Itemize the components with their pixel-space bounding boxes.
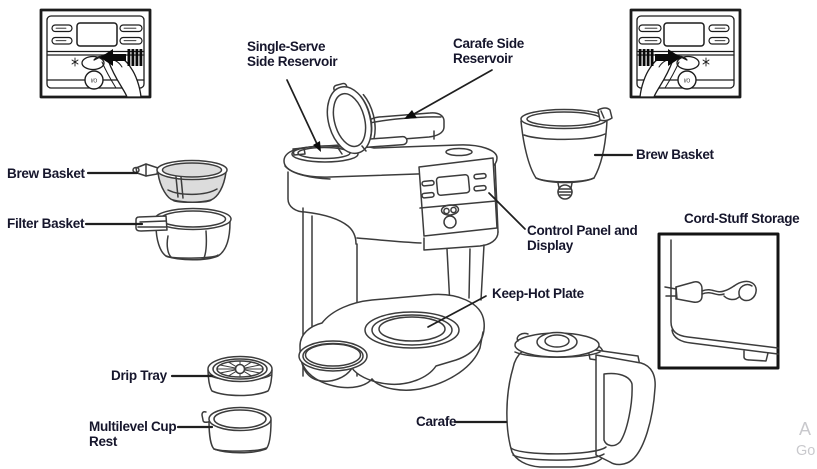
- power-button-label-right: I/O: [684, 79, 691, 85]
- control-panel-graphic: [418, 157, 498, 237]
- keep-hot-plate-graphic: [364, 311, 460, 349]
- label-cord-stuff-storage: Cord-Stuff Storage: [684, 211, 800, 226]
- small-mode-icon: [71, 57, 79, 67]
- open-lid: [326, 82, 376, 155]
- watermark-line2: Go: [796, 443, 816, 459]
- brew-basket-left-graphic: [132, 159, 228, 203]
- label-drip-tray: Drip Tray: [111, 368, 167, 383]
- coffee-maker-illustration: [283, 82, 499, 391]
- leader-keep-hot-plate: [427, 295, 487, 328]
- control-panel-inset-left: [39, 8, 152, 99]
- label-single-serve-side-reservoir: Single-Serve Side Reservoir: [247, 39, 338, 69]
- filter-basket-graphic: [135, 207, 232, 261]
- label-brew-basket-right: Brew Basket: [636, 147, 714, 162]
- cord-stuff-storage-box: [657, 232, 780, 370]
- label-control-panel-and-display: Control Panel and Display: [527, 223, 638, 253]
- single-serve-reservoir-opening: [291, 145, 359, 163]
- power-cord-icon: [664, 280, 757, 303]
- label-brew-basket-left: Brew Basket: [7, 166, 85, 181]
- label-multilevel-cup-rest: Multilevel Cup Rest: [89, 419, 177, 449]
- leader-control-panel: [488, 192, 526, 230]
- watermark-line1: A: [799, 419, 812, 439]
- arrow-single-serve: [286, 79, 321, 152]
- press-arrow-left-icon: [100, 49, 143, 66]
- label-carafe: Carafe: [416, 414, 457, 429]
- drip-tray-graphic: [207, 355, 273, 397]
- label-carafe-side-reservoir: Carafe Side Reservoir: [453, 36, 524, 66]
- cup-rest-well: [298, 340, 368, 372]
- brew-basket-right-graphic: [520, 107, 613, 200]
- machine-body: [287, 160, 499, 251]
- carafe-reservoir-lid: [360, 112, 445, 149]
- carafe-graphic: [506, 331, 656, 468]
- label-keep-hot-plate: Keep-Hot Plate: [492, 286, 584, 301]
- arrow-carafe-side: [404, 69, 493, 119]
- machine-base: [298, 293, 485, 391]
- multilevel-cup-rest-graphic: [201, 406, 272, 454]
- power-button-label-left: I/O: [91, 79, 98, 85]
- leader-lines: [84, 69, 634, 429]
- label-filter-basket: Filter Basket: [7, 216, 85, 231]
- power-button-icon: [84, 70, 104, 90]
